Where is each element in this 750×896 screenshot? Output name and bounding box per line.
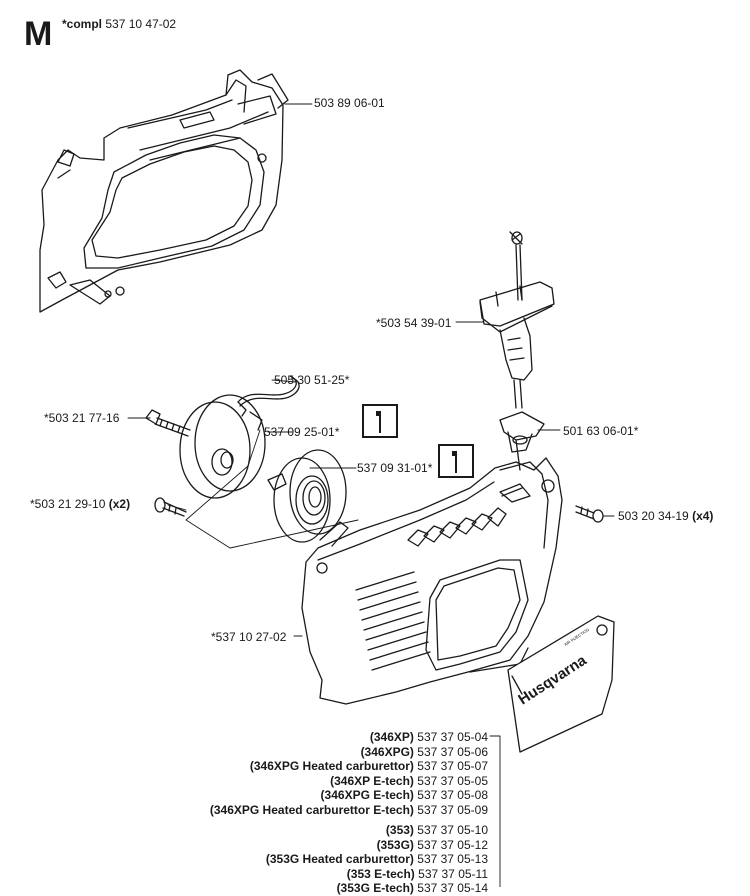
variant-row: (346XPG) 537 37 05-06 [360,744,488,759]
starter-cover-part [301,439,563,705]
screw-right-qty: (x4) [692,509,714,523]
variant-row: (346XP E-tech) 537 37 05-05 [330,773,488,788]
screw-small-number: *503 21 29-10 [30,497,106,511]
label-top-cover: 503 89 06-01 [314,96,385,110]
screw-small-part [154,497,187,517]
variant-row: (353) 537 37 05-10 [385,823,488,837]
recoil-spring-part [237,375,300,407]
variant-row: (346XPG Heated carburettor E-tech) 537 3… [209,802,488,817]
compl-part-number: *compl 537 10 47-02 [62,17,176,31]
wrench-icon [452,451,457,473]
screw-right-number: 503 20 34-19 [618,509,689,523]
eyelet-part [499,411,545,453]
variant-list: (346XP) 537 37 05-04 (346XPG) 537 37 05-… [210,730,488,896]
label-spring: 505 30 51-25* [274,373,350,387]
screw-right-part [575,505,604,523]
variant-row: (353G) 537 37 05-12 [376,837,488,852]
tool-icon-box-2 [438,444,474,478]
label-spring-cassette: 537 09 31-01* [357,461,433,475]
compl-number: 537 10 47-02 [105,17,177,31]
label-screw-left: *503 21 77-16 [44,411,120,425]
compl-prefix: *compl [62,17,103,31]
variant-row: (346XPG Heated carburettor) 537 37 05-07 [249,759,488,773]
label-pulley: 537 09 25-01* [264,425,340,439]
label-starter-cover: *537 10 27-02 [211,630,287,644]
decal-part [507,615,615,753]
label-screw-small: *503 21 29-10 (x2) [30,497,130,511]
variant-row: (353G E-tech) 537 37 05-14 [336,881,488,895]
variant-row: (353 E-tech) 537 37 05-11 [346,866,488,881]
spring-cassette-part [267,449,349,547]
section-letter: M [24,15,53,53]
variant-row: (346XPG E-tech) 537 37 05-08 [320,788,488,802]
label-eyelet: 501 63 06-01* [563,424,639,438]
screw-left-part [145,409,191,437]
variant-row: (353G Heated carburettor) 537 37 05-13 [265,852,488,866]
label-screw-right: 503 20 34-19 (x4) [618,509,713,523]
screw-small-qty: (x2) [108,497,131,511]
tool-icon-box-1 [362,404,398,438]
starter-handle-part [479,231,555,409]
pulley-part [179,394,266,499]
top-cover-part [39,69,289,313]
wrench-icon [376,411,381,433]
variant-row: (346XP) 537 37 05-04 [369,730,488,744]
label-handle: *503 54 39-01 [376,316,452,330]
leader-lines [127,103,615,887]
